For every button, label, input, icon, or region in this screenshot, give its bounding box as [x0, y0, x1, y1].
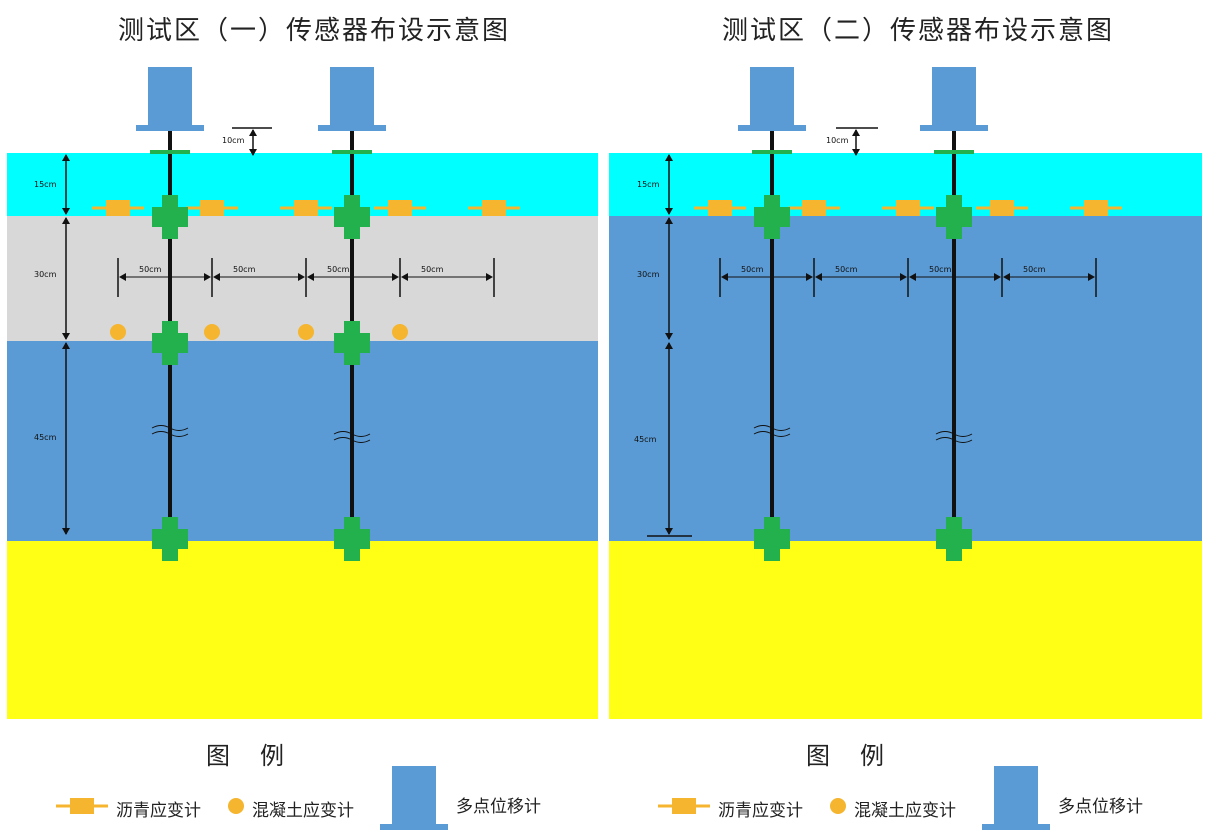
legend2-symbols [658, 766, 1050, 830]
panel2-spacing-label-1: 50cm [741, 265, 764, 274]
panel2-spacing-label-3: 50cm [929, 265, 952, 274]
panel1-displacement-meter-1 [136, 67, 204, 561]
panel2-layer-base [609, 216, 1202, 541]
concrete-gauge [392, 324, 408, 340]
panel2-spacing-label-2: 50cm [835, 265, 858, 274]
panel2-asphalt-gauges [694, 200, 1122, 216]
panel1-layer-subbase [7, 341, 598, 541]
panel1-asphalt-gauges [92, 200, 520, 216]
panel1-label-45cm: 45cm [34, 433, 57, 442]
asphalt-gauge [92, 200, 144, 216]
panel2-title: 测试区（二）传感器布设示意图 [722, 16, 1115, 46]
asphalt-gauge [976, 200, 1028, 216]
legend1-symbols [56, 766, 448, 830]
panel1-spacing-label-4: 50cm [421, 265, 444, 274]
concrete-gauge [204, 324, 220, 340]
asphalt-gauge [882, 200, 934, 216]
panel2-label-10cm: 10cm [826, 136, 849, 145]
asphalt-gauge [186, 200, 238, 216]
concrete-gauge [110, 324, 126, 340]
legend2-meter-icon [982, 766, 1050, 830]
panel1-label-10cm: 10cm [222, 136, 245, 145]
legend1-concrete-icon [228, 798, 244, 814]
asphalt-gauge [280, 200, 332, 216]
legend1-asphalt-icon [56, 798, 108, 814]
panel1-spacing-label-2: 50cm [233, 265, 256, 274]
concrete-gauge [298, 324, 314, 340]
legend2-meter-label: 多点位移计 [1058, 797, 1143, 817]
panel1-label-15cm: 15cm [34, 180, 57, 189]
legend2-title: 图例 [806, 742, 914, 770]
panel2-displacement-meter-1 [738, 67, 806, 561]
legend2-concrete-icon [830, 798, 846, 814]
legend1-asphalt-label: 沥青应变计 [116, 801, 201, 821]
asphalt-gauge [374, 200, 426, 216]
legend1-concrete-label: 混凝土应变计 [252, 801, 354, 821]
panel1: 15cm 30cm 45cm 10cm 50cm 50cm 50cm 50cm [7, 67, 598, 719]
panel1-spacing-label-1: 50cm [139, 265, 162, 274]
panel1-layer-subgrade [7, 541, 598, 719]
panel2-label-15cm: 15cm [637, 180, 660, 189]
asphalt-gauge [468, 200, 520, 216]
asphalt-gauge [1070, 200, 1122, 216]
legend2-asphalt-icon [658, 798, 710, 814]
panel1-concrete-gauges [110, 324, 408, 340]
legend1-meter-icon [380, 766, 448, 830]
asphalt-gauge [694, 200, 746, 216]
panel2-layer-subgrade [609, 541, 1202, 719]
panel1-spacing-label-3: 50cm [327, 265, 350, 274]
panel1-label-30cm: 30cm [34, 270, 57, 279]
panel1-displacement-meter-2 [318, 67, 386, 561]
panel2-spacing-label-4: 50cm [1023, 265, 1046, 274]
panel2-displacement-meter-2 [920, 67, 988, 561]
panel2: 15cm 30cm 45cm 10cm 50cm 50cm 50cm 50cm [609, 67, 1202, 719]
asphalt-gauge [788, 200, 840, 216]
panel1-title: 测试区（一）传感器布设示意图 [118, 16, 511, 46]
panel2-label-45cm: 45cm [634, 435, 657, 444]
panel2-label-30cm: 30cm [637, 270, 660, 279]
legend2-concrete-label: 混凝土应变计 [854, 801, 956, 821]
legend2-asphalt-label: 沥青应变计 [718, 801, 803, 821]
legend1-title: 图例 [206, 742, 314, 770]
legend1-meter-label: 多点位移计 [456, 797, 541, 817]
panel1-layer-base [7, 216, 598, 341]
